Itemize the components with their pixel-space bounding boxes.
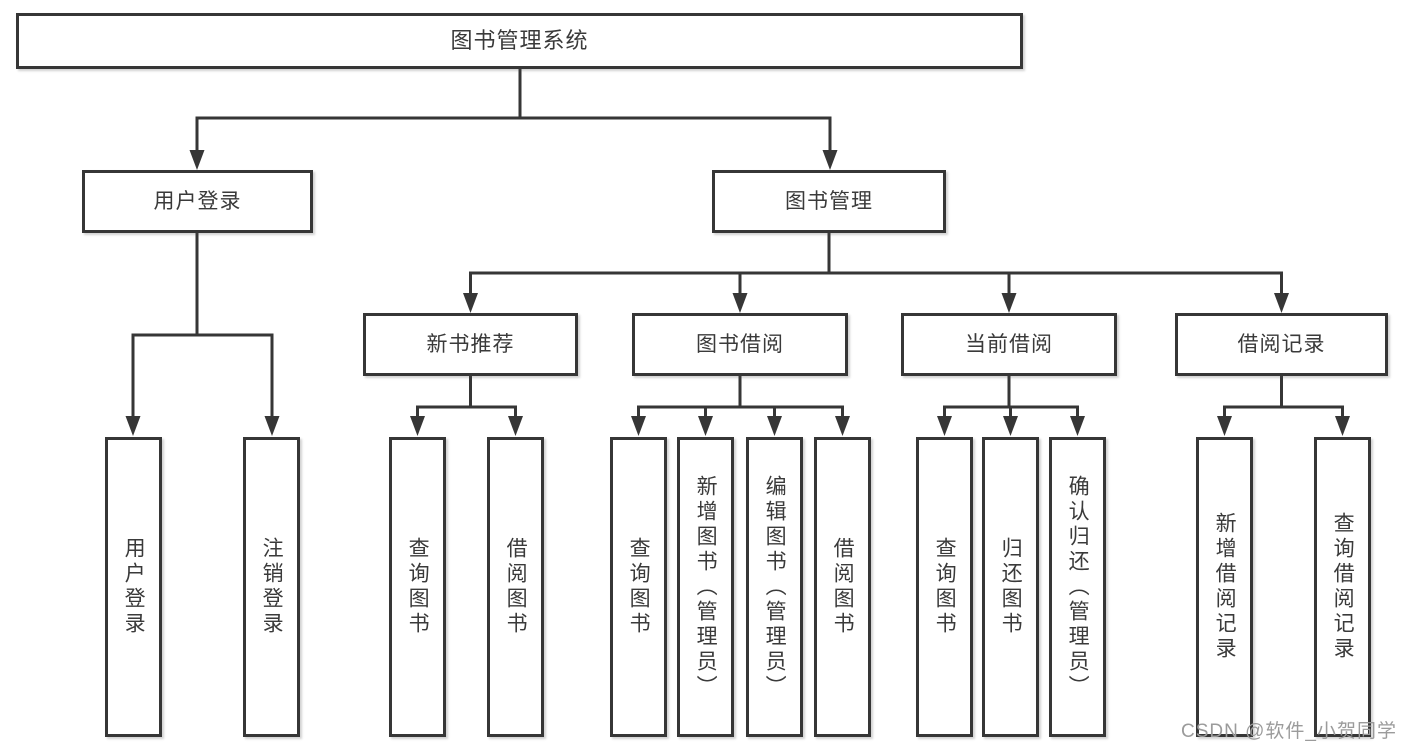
- leaf-borrow-book: 借阅图书: [814, 437, 871, 737]
- leaf-new-books-borrow: 借阅图书: [487, 437, 544, 737]
- node-new-books: 新书推荐: [363, 313, 578, 376]
- connector-borrow-records-branch: [1217, 376, 1350, 436]
- leaf-logout: 注销登录: [243, 437, 300, 737]
- node-current-borrow: 当前借阅: [901, 313, 1117, 376]
- leaf-borrow-query: 查询图书: [610, 437, 667, 737]
- leaf-current-return: 归还图书: [982, 437, 1039, 737]
- connector-book-borrow-branch: [631, 376, 850, 436]
- node-book-mgmt: 图书管理: [712, 170, 946, 233]
- connector-current-borrow-branch: [937, 376, 1085, 436]
- node-book-borrow: 图书借阅: [632, 313, 848, 376]
- leaf-current-confirm-return-admin: 确认归还（管理员）: [1049, 437, 1106, 737]
- node-user-login: 用户登录: [82, 170, 313, 233]
- node-root: 图书管理系统: [16, 13, 1023, 69]
- leaf-borrow-edit-admin: 编辑图书（管理员）: [746, 437, 803, 737]
- connector-user-login-branch: [125, 233, 280, 436]
- leaf-current-query: 查询图书: [916, 437, 973, 737]
- connector-book-mgmt-branch: [463, 233, 1289, 313]
- leaf-records-query: 查询借阅记录: [1314, 437, 1371, 737]
- leaf-borrow-add-admin: 新增图书（管理员）: [677, 437, 734, 737]
- leaf-records-add: 新增借阅记录: [1196, 437, 1253, 737]
- csdn-watermark: CSDN @软件_小贺同学: [1181, 721, 1397, 742]
- connector-root-to-level2: [189, 69, 838, 170]
- node-borrow-records: 借阅记录: [1175, 313, 1388, 376]
- connector-new-books-branch: [410, 376, 523, 436]
- leaf-new-books-query: 查询图书: [389, 437, 446, 737]
- leaf-user-login: 用户登录: [105, 437, 162, 737]
